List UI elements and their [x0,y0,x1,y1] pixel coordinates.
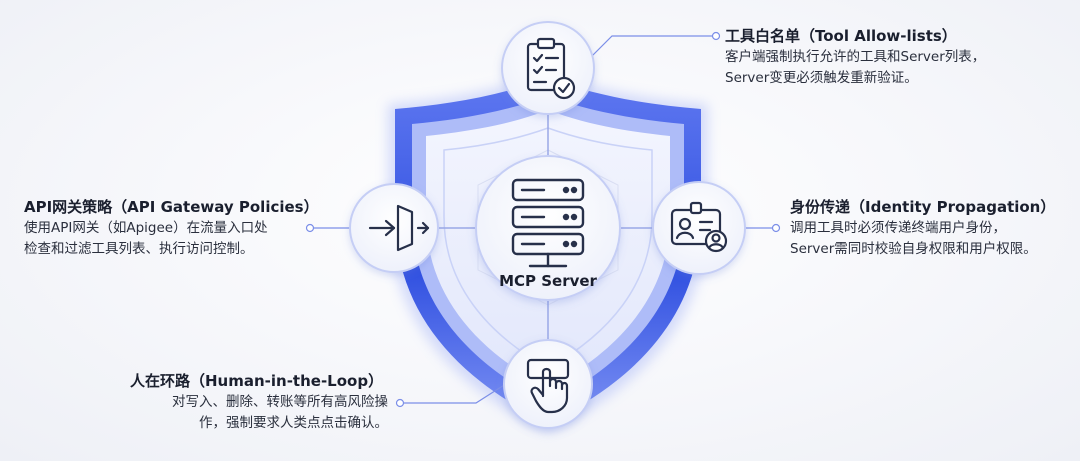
identity-title: 身份传递（Identity Propagation） [790,198,1056,216]
identity-desc-1: 调用工具时必须传递终端用户身份， [790,220,1006,236]
gateway-label: API网关策略（API Gateway Policies） 使用API网关（如A… [24,196,319,260]
gateway-desc-2: 检查和过滤工具列表、执行访问控制。 [24,241,254,257]
gateway-filter-icon [368,204,430,252]
id-badge-icon [670,201,728,253]
identity-node [652,181,746,275]
clipboard-check-icon [526,37,576,100]
hand-click-icon [526,358,570,414]
allowlist-desc-1: 客户端强制执行允许的工具和Server列表， [725,49,986,65]
human-title: 人在环路（Human-in-the-Loop） [130,372,384,390]
human-label: 人在环路（Human-in-the-Loop） 对写入、删除、转账等所有高风险操… [100,370,388,434]
human-node [503,339,593,429]
allowlist-label: 工具白名单（Tool Allow-lists） 客户端强制执行允许的工具和Ser… [725,25,985,89]
allowlist-desc-2: Server变更必须触发重新验证。 [725,70,918,86]
human-desc-2: 作，强制要求人类点点击确认。 [199,415,388,431]
allowlist-title: 工具白名单（Tool Allow-lists） [725,27,957,45]
gateway-desc-1: 使用API网关（如Apigee）在流量入口处 [24,220,268,236]
center-label: MCP Server [499,272,597,290]
identity-desc-2: Server需同时校验自身权限和用户权限。 [790,241,1037,257]
identity-label: 身份传递（Identity Propagation） 调用工具时必须传递终端用户… [790,196,1055,260]
server-icon [511,178,585,268]
human-desc-1: 对写入、删除、转账等所有高风险操 [172,394,388,410]
gateway-title: API网关策略（API Gateway Policies） [24,198,319,216]
allowlist-node [501,21,595,115]
